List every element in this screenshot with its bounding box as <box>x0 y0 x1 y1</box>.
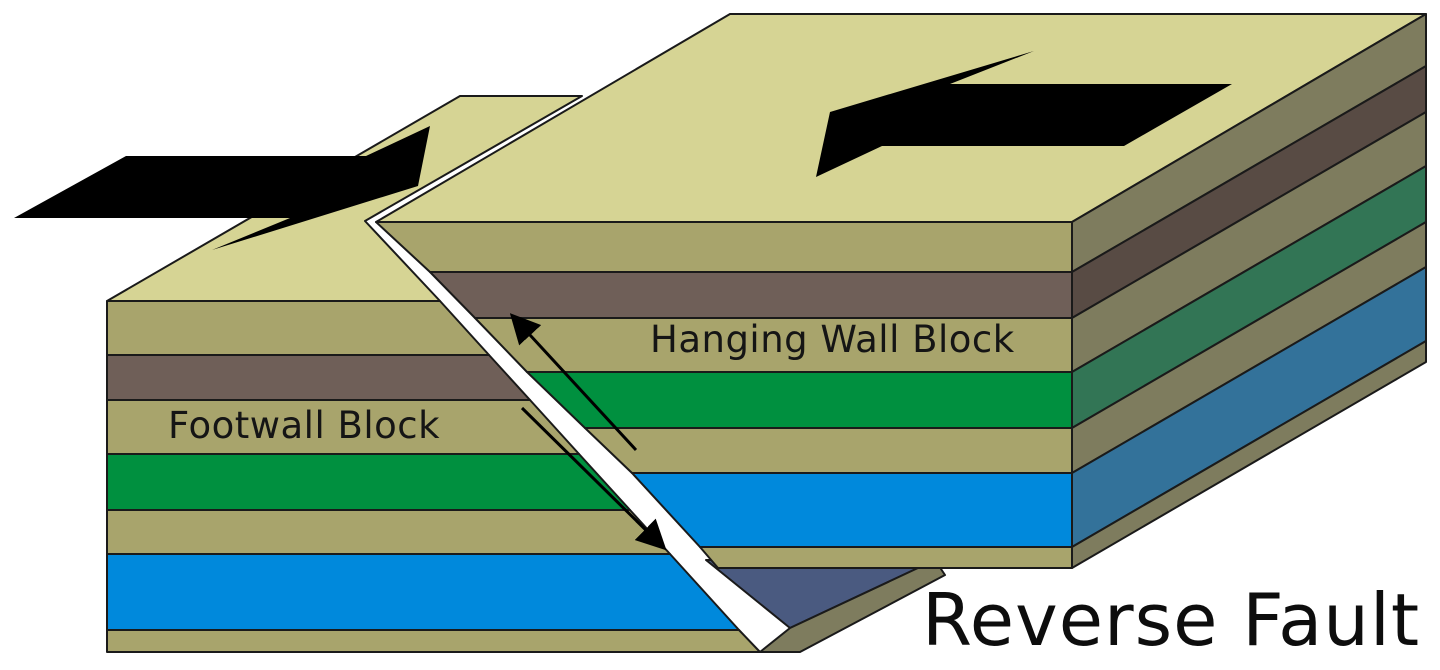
hw-layer-blue <box>631 472 1073 548</box>
slip-arrows <box>509 313 667 551</box>
footwall-layer-green <box>106 453 631 511</box>
hw-layer-olive-4 <box>699 546 1073 569</box>
hanging-wall-motion-arrow <box>816 51 1232 177</box>
footwall-motion-arrow <box>14 126 430 250</box>
hw-layer-brown <box>429 271 1073 319</box>
diagram-title: Reverse Fault <box>922 578 1421 662</box>
hw-layer-olive-3 <box>584 427 1073 474</box>
footwall-layer-olive-4 <box>106 629 761 653</box>
hanging-wall-block-label: Hanging Wall Block <box>650 318 1015 361</box>
hw-layer-olive-1 <box>375 221 1073 273</box>
slip-arrow-down <box>520 406 667 551</box>
compression-arrows <box>14 51 1232 250</box>
slip-arrow-up <box>509 313 638 452</box>
footwall-layer-blue <box>106 553 740 631</box>
footwall-block <box>106 95 946 653</box>
footwall-layer-olive-3 <box>106 509 671 555</box>
hw-side-olive-4 <box>1071 340 1427 569</box>
footwall-layer-olive-1 <box>106 300 490 356</box>
footwall-layer-brown <box>106 354 531 401</box>
footwall-block-label: Footwall Block <box>168 404 441 447</box>
